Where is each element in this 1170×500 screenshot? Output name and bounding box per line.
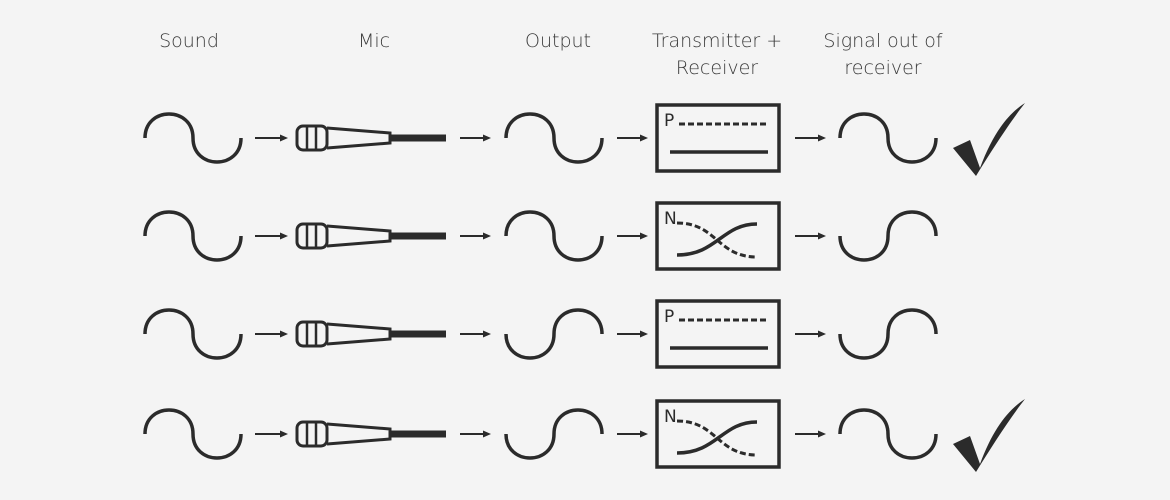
signal-row-4: N — [143, 399, 1025, 472]
sound-waveform — [143, 210, 243, 262]
header-signal-line2: receiver — [844, 57, 922, 79]
signal-row-1: P — [143, 103, 1025, 176]
checkmark-icon — [953, 399, 1025, 472]
output-waveform — [504, 210, 604, 262]
header-mic-label: Mic — [357, 30, 391, 52]
output-waveform — [504, 308, 604, 360]
header-output-label: Output — [525, 30, 591, 52]
flow-arrow — [460, 430, 491, 438]
polarity-letter: P — [664, 307, 674, 327]
flow-arrow — [795, 330, 826, 338]
flow-arrow — [617, 330, 648, 338]
header-output: Output — [525, 28, 591, 55]
polarity-letter: N — [664, 209, 677, 229]
header-signal-out: Signal out of receiver — [823, 28, 942, 82]
flow-arrow — [795, 134, 826, 142]
flow-arrow — [460, 232, 491, 240]
microphone-icon — [295, 124, 446, 152]
signal-row-3: P — [143, 299, 938, 369]
transceiver-box: P — [655, 299, 781, 369]
received-signal-waveform — [838, 112, 938, 164]
flow-arrow — [255, 134, 288, 142]
flow-arrow — [255, 430, 288, 438]
flow-arrow — [460, 330, 491, 338]
output-waveform — [504, 408, 604, 460]
flow-arrow — [460, 134, 491, 142]
transceiver-box: N — [655, 399, 781, 469]
header-sound: Sound — [159, 28, 219, 55]
microphone-icon — [295, 420, 446, 448]
microphone-icon — [295, 222, 446, 250]
received-signal-waveform — [838, 308, 938, 360]
flow-arrow — [255, 232, 288, 240]
flow-arrow — [617, 134, 648, 142]
microphone-icon — [295, 320, 446, 348]
header-sound-label: Sound — [159, 30, 219, 52]
signal-row-2: N — [143, 201, 938, 271]
checkmark-icon — [953, 103, 1025, 176]
transceiver-box: N — [655, 201, 781, 271]
flow-arrow — [617, 430, 648, 438]
flow-arrow — [795, 430, 826, 438]
flow-arrow — [795, 232, 826, 240]
sound-waveform — [143, 308, 243, 360]
polarity-letter: N — [664, 407, 677, 427]
flow-arrow — [255, 330, 288, 338]
header-mic: Mic — [358, 28, 390, 55]
received-signal-waveform — [838, 408, 938, 460]
header-signal-line1: Signal out of — [823, 30, 943, 52]
received-signal-waveform — [838, 210, 938, 262]
polarity-letter: P — [664, 111, 674, 131]
flow-arrow — [617, 232, 648, 240]
output-waveform — [504, 112, 604, 164]
header-transceiver-line2: Receiver — [675, 57, 759, 79]
sound-waveform — [143, 112, 243, 164]
sound-waveform — [143, 408, 243, 460]
transceiver-box: P — [655, 103, 781, 173]
header-transceiver-line1: Transmitter + — [651, 30, 783, 52]
header-transceiver: Transmitter + Receiver — [652, 28, 782, 82]
